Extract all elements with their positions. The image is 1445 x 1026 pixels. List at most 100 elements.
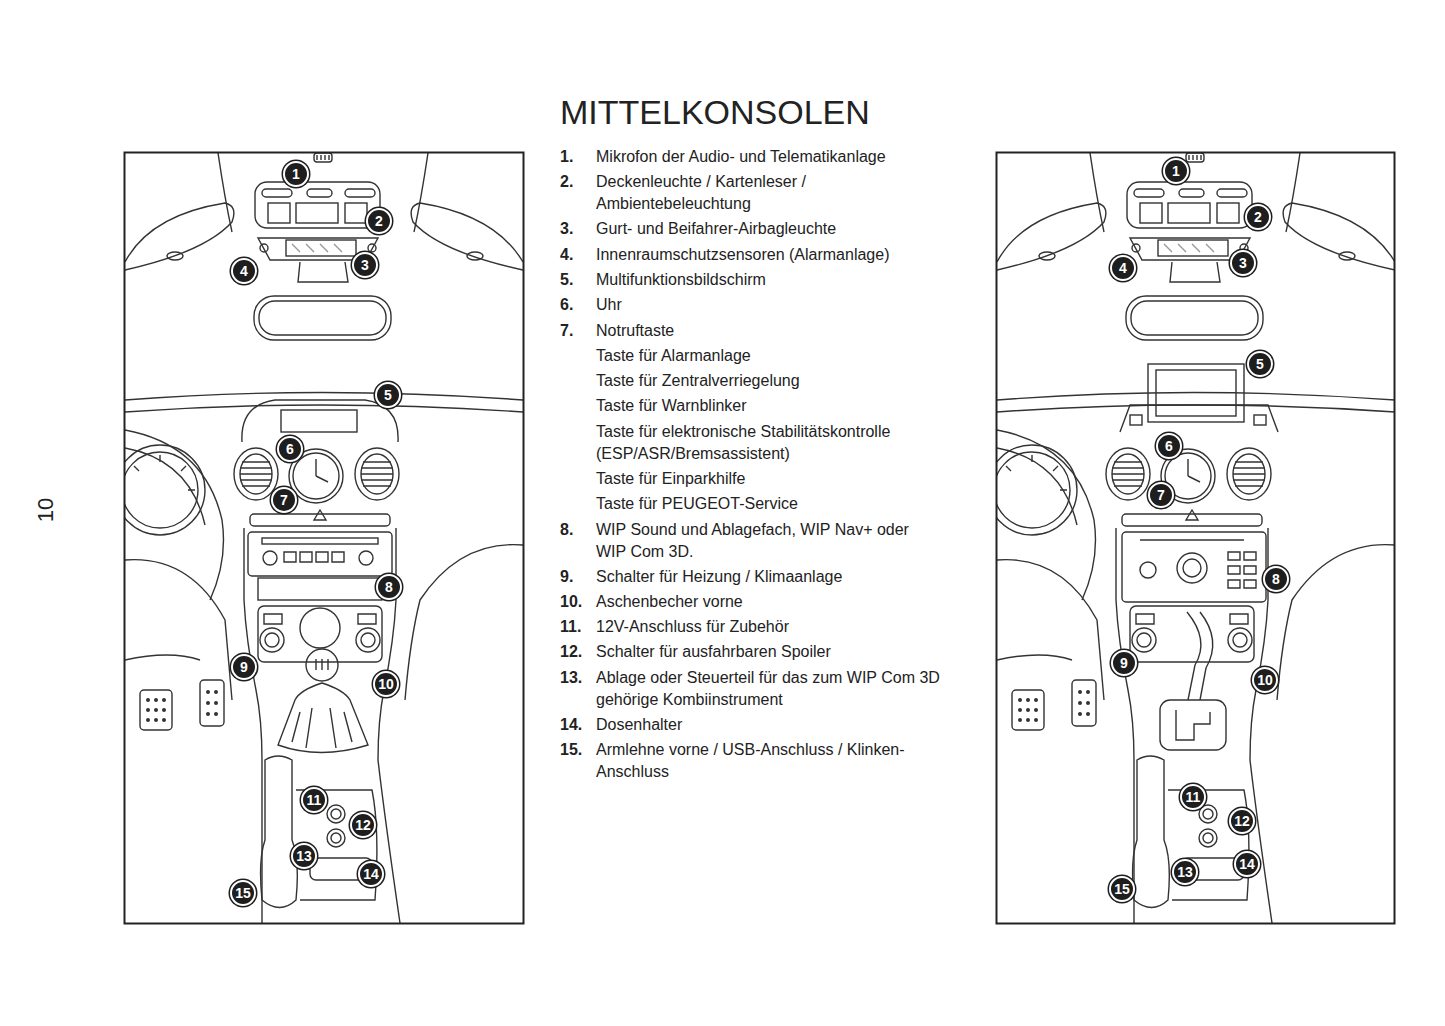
list-text: Taste für Zentralverriegelung [596,370,800,392]
car-interior [265,633,279,647]
car-interior [262,189,292,197]
car-interior [244,528,262,760]
car-interior [125,405,523,412]
callout-number: 3 [1230,250,1256,276]
list-number: 2. [560,171,573,193]
callout-number: 4 [1110,255,1136,281]
car-interior [316,459,328,482]
callout-number: 6 [1156,433,1182,459]
list-text: 12V-Anschluss für Zubehör [596,616,789,638]
callout-number: 3 [352,252,378,278]
callout-number: 13 [291,843,317,869]
car-interior [255,182,380,228]
car-interior [125,452,198,528]
list-text: Multifunktionsbildschirm [596,269,766,291]
radio-and-shifter [248,532,392,576]
navigation-and-automatic [1187,612,1201,700]
car-interior [356,628,380,652]
list-text: Taste für PEUGEOT-Service [596,493,798,515]
car-interior [125,655,200,660]
car-interior [307,189,332,197]
car-interior [206,712,210,716]
car-interior [293,453,339,499]
navigation-and-automatic [1176,710,1210,740]
car-interior [214,690,218,694]
navigation-and-automatic [1130,415,1142,425]
list-number: 3. [560,218,573,240]
callout-number: 12 [1229,808,1255,834]
radio-and-shifter [359,551,373,565]
callout-number: 2 [366,208,392,234]
navigation-and-automatic [1140,562,1156,578]
car-interior [467,252,483,260]
navigation-and-automatic [1120,364,1278,750]
callout-number: 4 [231,258,257,284]
car-interior [296,203,338,223]
callout-number: 10 [1252,667,1278,693]
navigation-and-automatic [1160,700,1226,750]
car-interior [125,393,523,401]
list-text: Ablage oder Steuerteil für das zum WIP C… [596,667,976,711]
radio-and-shifter [263,551,277,565]
car-interior [327,829,345,847]
car-interior [987,153,1395,923]
list-number: 14. [560,714,582,736]
car-interior [125,153,523,923]
callout-number: 13 [1172,859,1198,885]
car-interior [355,448,399,500]
car-interior [264,614,376,624]
list-text: Taste für elektronische Stabilitätskontr… [596,421,931,465]
car-interior [234,448,278,500]
list-text: Deckenleuchte / Kartenleser / Ambientebe… [596,171,846,215]
car-interior [146,690,218,722]
callout-number: 12 [350,812,376,838]
car-interior [345,203,367,223]
callout-number: 9 [231,654,257,680]
callout-number: 11 [1180,784,1206,810]
list-number: 12. [560,641,582,663]
car-interior [146,708,150,712]
radio-and-shifter [278,683,368,753]
list-text: Taste für Warnblinker [596,395,747,417]
car-interior [125,203,234,270]
car-interior [368,244,376,252]
callout-number: 8 [1263,566,1289,592]
car-interior [146,718,150,722]
car-interior [314,153,332,162]
callout-number: 10 [373,671,399,697]
navigation-and-automatic [1140,539,1244,540]
callout-number: 6 [277,436,303,462]
figure-frame [125,153,524,924]
car-interior [146,698,150,702]
car-interior [154,698,158,702]
car-interior [240,454,272,494]
radio-and-shifter [242,400,398,753]
callout-number: 1 [283,161,309,187]
car-interior [317,155,329,160]
callout-number: 14 [1234,851,1260,877]
list-text: Uhr [596,294,622,316]
navigation-and-automatic [1254,415,1266,425]
car-interior [411,203,523,270]
car-interior [260,244,268,252]
list-text: Mikrofon der Audio- und Telematikanlage [596,146,886,168]
navigation-and-automatic [1156,370,1236,416]
car-interior [214,701,218,705]
navigation-and-automatic [1148,364,1244,422]
car-interior [361,462,393,486]
navigation-and-automatic [1183,559,1201,577]
list-number: 13. [560,667,582,689]
car-interior [125,445,205,535]
list-text: Innenraumschutzsensoren (Alarmanlage) [596,244,889,266]
car-interior [298,262,348,282]
list-number: 9. [560,566,573,588]
car-interior [258,606,382,662]
car-interior [214,712,218,716]
callout-number: 7 [271,487,297,513]
radio-and-shifter [300,608,340,648]
list-number: 4. [560,244,573,266]
radio-and-shifter [316,659,328,670]
navigation-and-automatic [1228,552,1256,588]
navigation-and-automatic [1120,405,1278,432]
radio-and-shifter [262,538,378,544]
